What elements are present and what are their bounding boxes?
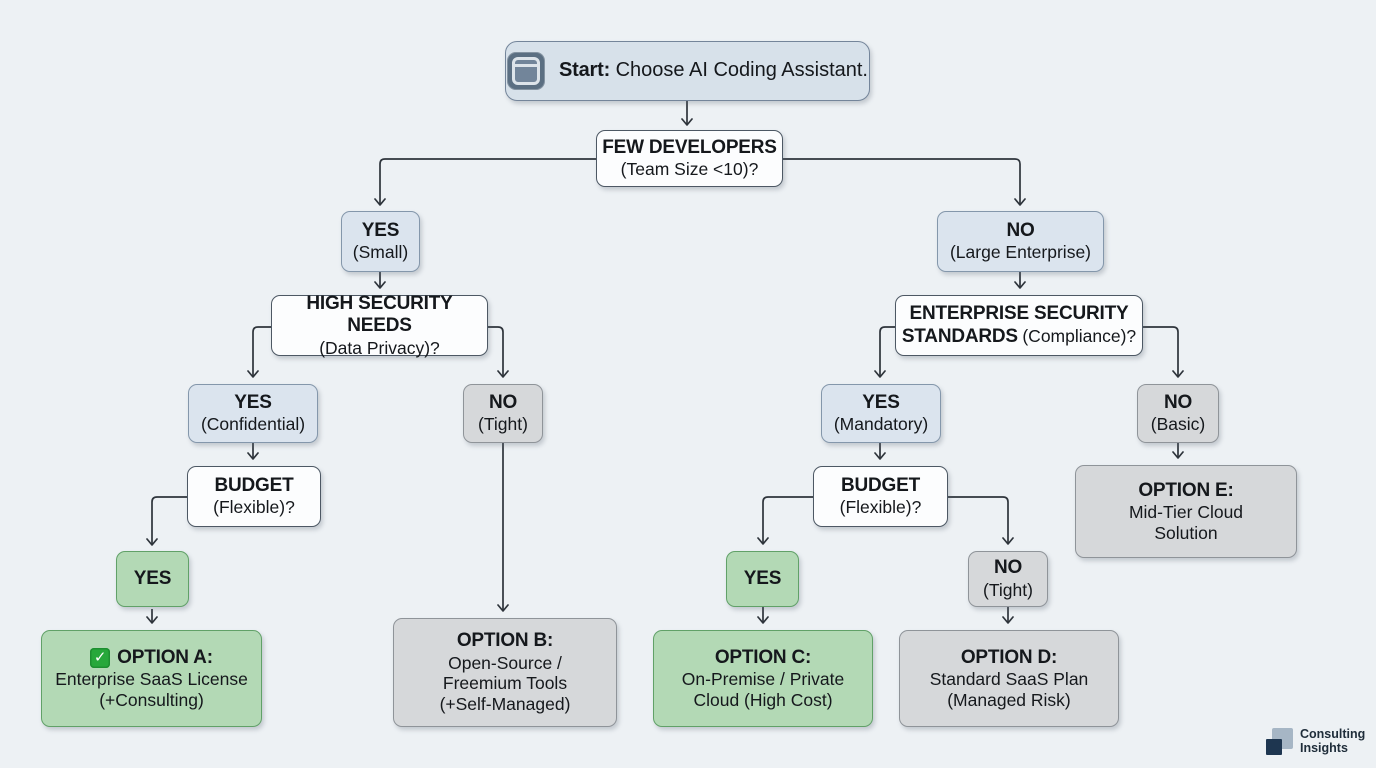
node-no-tight-right-sub: (Tight) — [983, 579, 1033, 600]
edge-highsec-yesconf — [247, 326, 271, 378]
start-label-bold: Start: — [559, 59, 611, 82]
node-option-a: ✓ OPTION A: Enterprise SaaS License (+Co… — [41, 630, 262, 727]
node-option-e: OPTION E: Mid-Tier Cloud Solution — [1075, 465, 1297, 558]
node-budget-right-title: BUDGET — [840, 474, 921, 496]
node-option-b-line: (+Self-Managed) — [439, 694, 571, 715]
node-no-basic-sub: (Basic) — [1150, 414, 1206, 435]
node-yes-confidential-title: YES — [234, 391, 272, 413]
node-no-large-enterprise: NO (Large Enterprise) — [937, 211, 1104, 272]
edge-entsec-nobasic — [1143, 326, 1184, 378]
node-no-basic: NO (Basic) — [1137, 384, 1219, 443]
node-budget-left-title: BUDGET — [214, 474, 294, 496]
start-label-text: Choose AI Coding Assistant. — [615, 59, 868, 82]
app-window-icon — [507, 52, 546, 90]
node-no-large-enterprise-sub: (Large Enterprise) — [949, 242, 1092, 263]
node-no-basic-title: NO — [1163, 391, 1193, 413]
node-yes-left-title: YES — [133, 567, 172, 589]
node-yes-small-sub: (Small) — [352, 242, 409, 263]
node-yes-small: YES (Small) — [341, 211, 420, 272]
node-option-b: OPTION B: Open-Source / Freemium Tools (… — [393, 618, 617, 727]
node-enterprise-security-sub: (Compliance)? — [1022, 325, 1137, 346]
node-option-d-line: (Managed Risk) — [947, 689, 1071, 710]
node-few-developers: FEW DEVELOPERS (Team Size <10)? — [596, 130, 783, 187]
node-yes-mandatory-sub: (Mandatory) — [833, 414, 929, 435]
edge-entsec-yesmand — [874, 326, 895, 378]
start-label: Start: Choose AI Coding Assistant. — [559, 59, 868, 83]
node-option-e-line: Solution — [1154, 522, 1218, 543]
node-yes-left: YES — [116, 551, 189, 607]
node-option-d: OPTION D: Standard SaaS Plan (Managed Ri… — [899, 630, 1119, 727]
node-option-b-line: Freemium Tools — [442, 673, 568, 694]
node-budget-right-sub: (Flexible)? — [839, 497, 922, 518]
node-few-developers-title: FEW DEVELOPERS — [602, 136, 777, 158]
node-yes-confidential: YES (Confidential) — [188, 384, 318, 443]
node-option-e-title: OPTION E: — [1138, 479, 1234, 501]
edge-budgetleft-yes — [146, 496, 187, 546]
logo-text-line2: Insights — [1300, 741, 1348, 755]
edge-fewdev-no — [783, 158, 1026, 206]
node-start: Start: Choose AI Coding Assistant. — [505, 41, 870, 101]
node-no-tight-right: NO (Tight) — [968, 551, 1048, 607]
node-enterprise-security-line2: STANDARDS (Compliance)? — [902, 326, 1136, 348]
node-no-tight-left-sub: (Tight) — [478, 414, 528, 435]
node-no-tight-left-title: NO — [488, 391, 518, 413]
logo-text: Consulting Insights — [1300, 727, 1365, 755]
node-option-b-line: Open-Source / — [448, 652, 562, 673]
node-option-a-title: OPTION A: — [117, 646, 213, 668]
node-option-d-title: OPTION D: — [960, 646, 1058, 668]
edge-budgetright-no — [948, 496, 1014, 545]
node-enterprise-security-title2: STANDARDS — [901, 325, 1018, 347]
node-high-security: HIGH SECURITY NEEDS (Data Privacy)? — [271, 292, 488, 358]
node-few-developers-sub: (Team Size <10)? — [620, 159, 759, 180]
node-yes-right-title: YES — [743, 567, 782, 589]
node-no-tight-right-title: NO — [993, 557, 1023, 579]
node-yes-right: YES — [726, 551, 799, 607]
node-budget-left: BUDGET (Flexible)? — [187, 466, 321, 527]
node-budget-right: BUDGET (Flexible)? — [813, 466, 948, 527]
node-yes-confidential-sub: (Confidential) — [200, 414, 306, 435]
check-icon: ✓ — [90, 647, 111, 668]
node-option-e-line: Mid-Tier Cloud — [1128, 502, 1244, 523]
logo-squares-icon — [1266, 727, 1293, 755]
node-option-c-line: On-Premise / Private — [681, 669, 845, 690]
edge-fewdev-yes — [374, 158, 596, 206]
node-no-tight-left: NO (Tight) — [463, 384, 543, 443]
consulting-insights-logo: Consulting Insights — [1266, 727, 1365, 755]
node-option-a-line: (+Consulting) — [99, 689, 204, 710]
node-option-a-titlerow: ✓ OPTION A: — [90, 647, 213, 669]
node-enterprise-security-title1: ENTERPRISE SECURITY — [909, 303, 1129, 325]
node-high-security-sub: (Data Privacy)? — [319, 337, 440, 358]
node-yes-small-title: YES — [361, 219, 400, 241]
node-option-c-line: Cloud (High Cost) — [693, 689, 833, 710]
node-option-d-line: Standard SaaS Plan — [929, 669, 1089, 690]
node-option-b-title: OPTION B: — [456, 630, 554, 652]
node-budget-left-sub: (Flexible)? — [213, 497, 295, 518]
logo-text-line1: Consulting — [1300, 727, 1366, 741]
node-enterprise-security: ENTERPRISE SECURITY STANDARDS (Complianc… — [895, 295, 1143, 356]
node-yes-mandatory: YES (Mandatory) — [821, 384, 941, 443]
edge-highsec-notight — [488, 326, 509, 378]
node-option-c-title: OPTION C: — [714, 646, 812, 668]
node-no-large-enterprise-title: NO — [1006, 219, 1035, 241]
edge-budgetright-yes — [757, 496, 813, 545]
node-option-a-line: Enterprise SaaS License — [55, 669, 248, 690]
node-high-security-title: HIGH SECURITY NEEDS — [306, 292, 453, 337]
node-option-c: OPTION C: On-Premise / Private Cloud (Hi… — [653, 630, 873, 727]
node-yes-mandatory-title: YES — [862, 391, 900, 413]
